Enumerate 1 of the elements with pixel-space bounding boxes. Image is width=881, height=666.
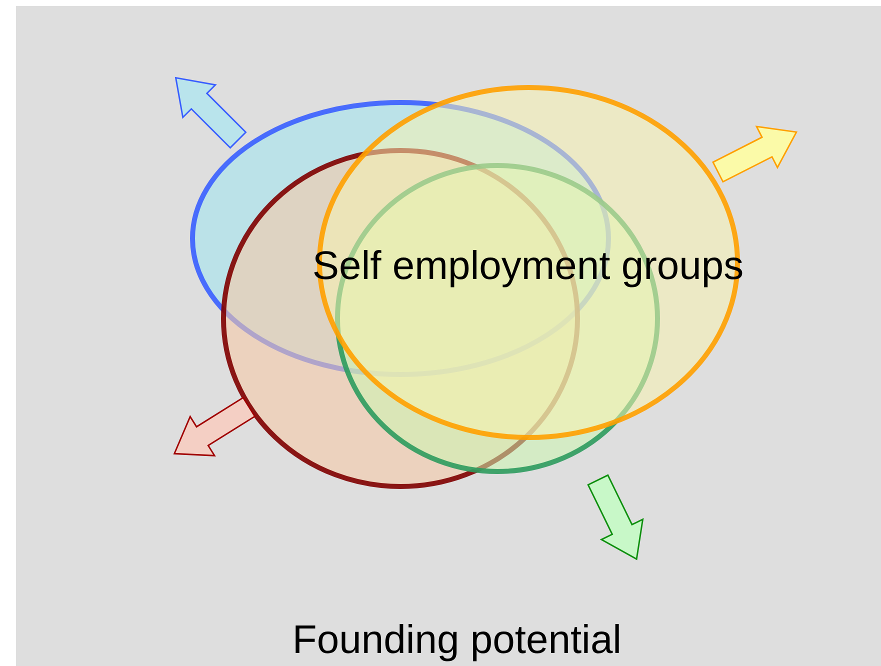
caption-text: Founding potential [292,620,622,660]
